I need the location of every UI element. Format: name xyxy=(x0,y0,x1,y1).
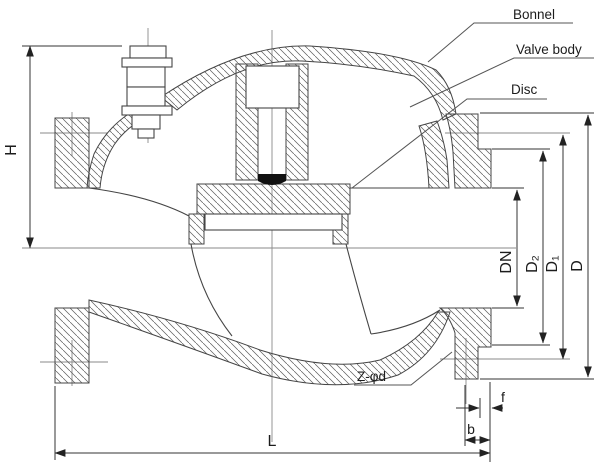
dimension-lines xyxy=(22,45,594,462)
dim-label-D1: D₁ xyxy=(544,256,561,273)
stem-nut xyxy=(245,65,300,109)
label-valve-body: Valve body xyxy=(516,42,582,57)
leader-bonnet xyxy=(427,22,573,63)
leader-valve-body xyxy=(409,57,594,108)
dim-label-L: L xyxy=(268,433,277,450)
disc-skirt xyxy=(204,213,343,231)
outlet-flange-upper-section xyxy=(445,113,492,189)
under-seat-wall-left xyxy=(190,243,233,337)
dim-label-f: f xyxy=(501,389,505,405)
bolt-washer-top xyxy=(121,57,173,68)
dim-label-bolt-holes: Z-φd xyxy=(357,369,386,384)
valve-body-section xyxy=(54,45,492,386)
outlet-neck-wall-section xyxy=(418,120,450,189)
under-seat-wall-right xyxy=(345,243,372,335)
disc-section xyxy=(196,183,351,215)
leader-disc xyxy=(351,98,547,189)
seat-lug-left xyxy=(188,213,205,245)
bolt-nut xyxy=(131,114,161,130)
inlet-flange-upper-section xyxy=(54,117,90,189)
inlet-inner-wall xyxy=(88,187,190,217)
bonnet-lug-plate xyxy=(126,66,166,88)
disc-stem-tip xyxy=(258,174,286,185)
outlet-floor-line xyxy=(370,309,441,335)
body-lug-plate xyxy=(126,86,166,107)
label-bonnet: Bonnel xyxy=(513,7,555,22)
dim-label-b: b xyxy=(467,421,475,437)
leader-bolt-holes xyxy=(354,351,453,386)
bolt-washer-bottom xyxy=(121,105,173,116)
text-labels: Bonnel Valve body Disc H DN D₂ D₁ D L b … xyxy=(3,7,586,450)
bolt-tail xyxy=(137,128,155,139)
label-disc: Disc xyxy=(511,82,537,97)
inlet-flange-lower-section xyxy=(54,307,90,384)
bonnet-bolt-assembly xyxy=(121,45,173,139)
dim-label-H: H xyxy=(3,144,20,156)
bottom-wall-section xyxy=(88,299,451,386)
bolt-head xyxy=(129,45,167,59)
dim-label-D: D xyxy=(569,260,586,272)
dim-label-DN: DN xyxy=(498,250,515,273)
leader-lines xyxy=(351,22,594,386)
body-outline-details xyxy=(88,65,441,337)
dim-label-D2: D₂ xyxy=(524,255,541,273)
